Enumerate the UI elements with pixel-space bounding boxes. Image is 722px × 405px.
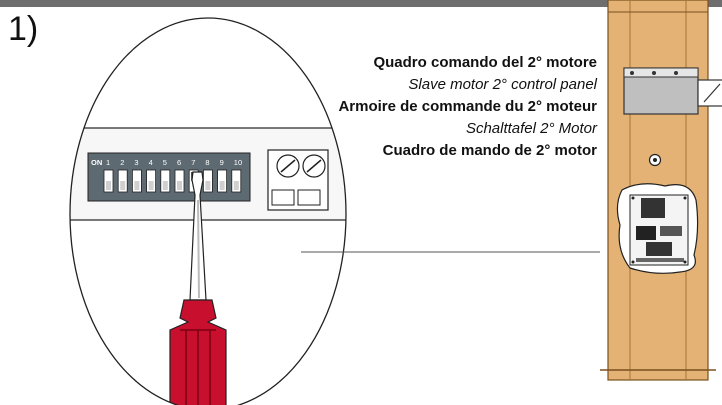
- dip-switch-knob-4: [148, 181, 154, 190]
- dip-switch-knob-10: [233, 181, 239, 190]
- dip-number-5: 5: [163, 158, 167, 167]
- caption-german: Schalttafel 2° Motor: [465, 120, 597, 137]
- dip-switch-knob-1: [106, 181, 111, 190]
- step-label: 1): [8, 10, 39, 48]
- magnified-view: ON 1 2 3 4 5 6 7 8 9 10: [70, 18, 346, 405]
- dip-number-6: 6: [177, 158, 181, 167]
- dip-switch-knob-2: [120, 181, 126, 190]
- dip-switch-knob-5: [162, 181, 168, 190]
- dip-number-4: 4: [149, 158, 153, 167]
- panel-caption-list: Quadro comando del 2° motore Slave motor…: [300, 52, 597, 162]
- dip-number-8: 8: [205, 158, 209, 167]
- screwdriver-icon: [169, 171, 227, 405]
- dip-switch-knob-6: [177, 181, 182, 190]
- dip-on-label: ON: [91, 158, 102, 167]
- barrier-post: [600, 0, 722, 381]
- dip-number-7: 7: [191, 158, 195, 167]
- caption-spanish: Cuadro de mando de 2° motor: [382, 142, 597, 159]
- caption-italian: Quadro comando del 2° motore: [373, 54, 597, 71]
- dip-number-1: 1: [106, 158, 110, 167]
- dip-number-2: 2: [120, 158, 124, 167]
- dip-switch-knob-3: [134, 181, 140, 190]
- dip-number-9: 9: [220, 158, 224, 167]
- dip-switch-knob-8: [205, 181, 211, 190]
- boom-arm: [697, 79, 722, 107]
- caption-english: Slave motor 2° control panel: [408, 76, 597, 93]
- caption-french: Armoire de commande du 2° moteur: [338, 98, 597, 115]
- dip-number-10: 10: [234, 158, 242, 167]
- header-bar: [0, 0, 722, 7]
- dip-switch-knob-9: [219, 181, 225, 190]
- dip-number-3: 3: [134, 158, 138, 167]
- dip-switch-numbers: ON 1 2 3 4 5 6 7 8 9 10: [91, 158, 242, 167]
- magnify-oval: [69, 17, 347, 405]
